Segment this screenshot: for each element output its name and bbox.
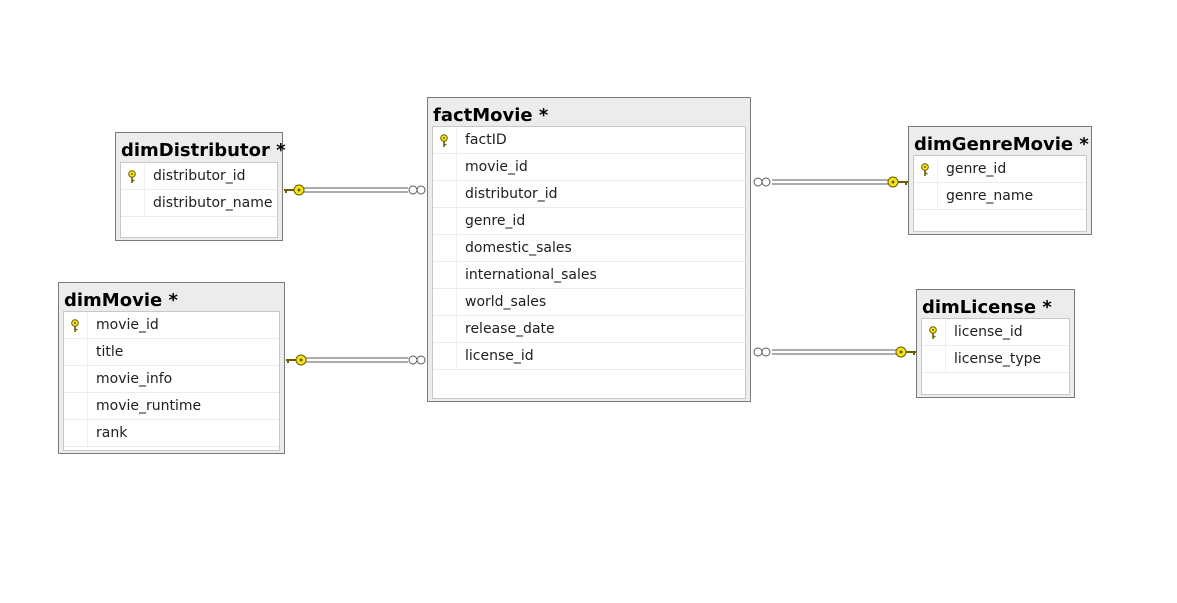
row-header	[914, 183, 938, 209]
row-header	[433, 316, 457, 342]
key-icon	[887, 176, 908, 188]
column-name: rank	[96, 425, 128, 441]
column-row[interactable]: international_sales	[433, 262, 745, 289]
column-row[interactable]: movie_runtime	[64, 393, 279, 420]
column-row[interactable]: distributor_id	[433, 181, 745, 208]
column-name: release_date	[465, 321, 555, 337]
column-name: world_sales	[465, 294, 547, 310]
column-name: license_id	[465, 348, 534, 364]
column-row[interactable]: license_id	[433, 343, 745, 370]
column-name: distributor_id	[465, 186, 558, 202]
row-header	[433, 208, 457, 234]
row-header	[433, 154, 457, 180]
column-row[interactable]: title	[64, 339, 279, 366]
table-dim-distributor[interactable]: dimDistributor * distributor_id distribu…	[115, 132, 286, 241]
column-name: movie_runtime	[96, 398, 202, 414]
table-dim-genre-movie[interactable]: dimGenreMovie * genre_id genre_name	[908, 126, 1092, 235]
column-row[interactable]: release_date	[433, 316, 745, 343]
infinity-icon	[408, 185, 426, 195]
column-name: genre_id	[465, 213, 526, 229]
row-header	[914, 156, 938, 182]
column-name: movie_info	[96, 371, 173, 387]
column-row[interactable]: world_sales	[433, 289, 745, 316]
column-grid: genre_id genre_name	[913, 155, 1087, 232]
infinity-icon	[753, 347, 771, 357]
relationship-movie-fact[interactable]	[286, 354, 426, 366]
column-name: movie_id	[465, 159, 528, 175]
column-row[interactable]: genre_id	[914, 156, 1086, 183]
column-row[interactable]: movie_info	[64, 366, 279, 393]
column-name: license_id	[954, 324, 1023, 340]
relationship-distributor-fact[interactable]	[284, 184, 426, 196]
column-name: genre_id	[946, 161, 1007, 177]
key-icon	[286, 354, 307, 366]
column-grid: license_id license_type	[921, 318, 1070, 395]
table-title[interactable]: factMovie *	[433, 105, 549, 126]
column-row[interactable]: movie_id	[433, 154, 745, 181]
column-name: genre_name	[946, 188, 1034, 204]
column-row[interactable]: domestic_sales	[433, 235, 745, 262]
column-name: movie_id	[96, 317, 159, 333]
column-name: distributor_name	[153, 195, 273, 211]
primary-key-icon	[440, 134, 448, 147]
column-row[interactable]: license_type	[922, 346, 1069, 373]
column-row[interactable]: factID	[433, 127, 745, 154]
column-row[interactable]: distributor_name	[121, 190, 277, 217]
column-grid: movie_id title movie_info movie_runtime …	[63, 311, 280, 451]
column-name: factID	[465, 132, 507, 148]
column-row[interactable]: movie_id	[64, 312, 279, 339]
column-name: international_sales	[465, 267, 597, 283]
row-header	[64, 393, 88, 419]
row-header	[64, 366, 88, 392]
table-fact-movie[interactable]: factMovie * factID movie_id	[427, 97, 751, 402]
row-header	[121, 163, 145, 189]
key-icon	[895, 346, 916, 358]
column-grid: factID movie_id distributor_id genre_id …	[432, 126, 746, 399]
row-header	[64, 420, 88, 446]
table-dim-license[interactable]: dimLicense * license_id license_type	[916, 289, 1075, 398]
primary-key-icon	[929, 326, 937, 339]
column-row[interactable]: rank	[64, 420, 279, 447]
column-row[interactable]: license_id	[922, 319, 1069, 346]
table-title[interactable]: dimMovie *	[64, 290, 178, 311]
primary-key-icon	[71, 319, 79, 332]
row-header	[64, 312, 88, 338]
row-header	[64, 339, 88, 365]
row-header	[433, 127, 457, 153]
column-name: distributor_id	[153, 168, 246, 184]
key-icon	[284, 184, 305, 196]
column-row[interactable]: genre_name	[914, 183, 1086, 210]
primary-key-icon	[921, 163, 929, 176]
column-row[interactable]: distributor_id	[121, 163, 277, 190]
table-title[interactable]: dimDistributor *	[121, 140, 286, 161]
table-title[interactable]: dimLicense *	[922, 297, 1052, 318]
relationship-fact-license[interactable]	[753, 346, 916, 358]
table-title[interactable]: dimGenreMovie *	[914, 134, 1089, 155]
column-name: license_type	[954, 351, 1042, 367]
row-header	[433, 235, 457, 261]
relationship-fact-genre[interactable]	[753, 176, 908, 188]
column-name: title	[96, 344, 124, 360]
column-grid: distributor_id distributor_name	[120, 162, 278, 238]
primary-key-icon	[128, 170, 136, 183]
infinity-icon	[408, 355, 426, 365]
column-row[interactable]: genre_id	[433, 208, 745, 235]
row-header	[433, 262, 457, 288]
column-name: domestic_sales	[465, 240, 572, 256]
row-header	[121, 190, 145, 216]
row-header	[922, 319, 946, 345]
row-header	[922, 346, 946, 372]
table-dim-movie[interactable]: dimMovie * movie_id title	[58, 282, 285, 454]
row-header	[433, 289, 457, 315]
infinity-icon	[753, 177, 771, 187]
row-header	[433, 343, 457, 369]
row-header	[433, 181, 457, 207]
